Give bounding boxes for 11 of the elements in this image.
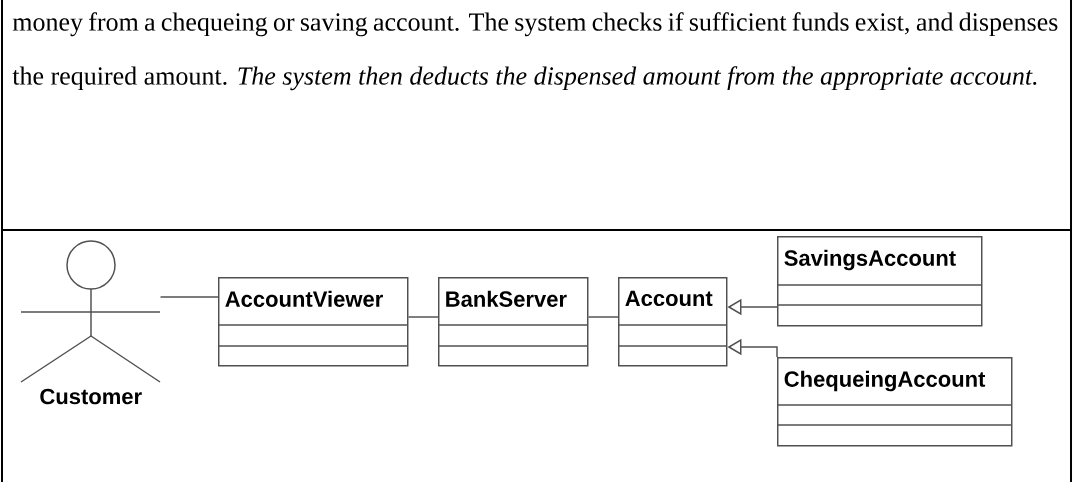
class-box: SavingsAccount — [776, 236, 983, 327]
paragraph: money from a chequeing or saving account. The system checks if sufficient funds exist, and dispenses the required amount. The system then deducts the dispensed amount from the appropriate account. — [12, 12, 1058, 91]
class-box: ChequeingAccount — [776, 357, 1013, 447]
class-box: BankServer — [437, 277, 589, 367]
actor-figure: Customer — [20, 240, 161, 405]
association-line — [407, 316, 439, 318]
class-box: Account — [617, 277, 728, 367]
association-line — [587, 316, 619, 318]
association-line — [159, 296, 219, 298]
class-box: AccountViewer — [217, 277, 409, 367]
node-label: Customer — [40, 388, 142, 405]
